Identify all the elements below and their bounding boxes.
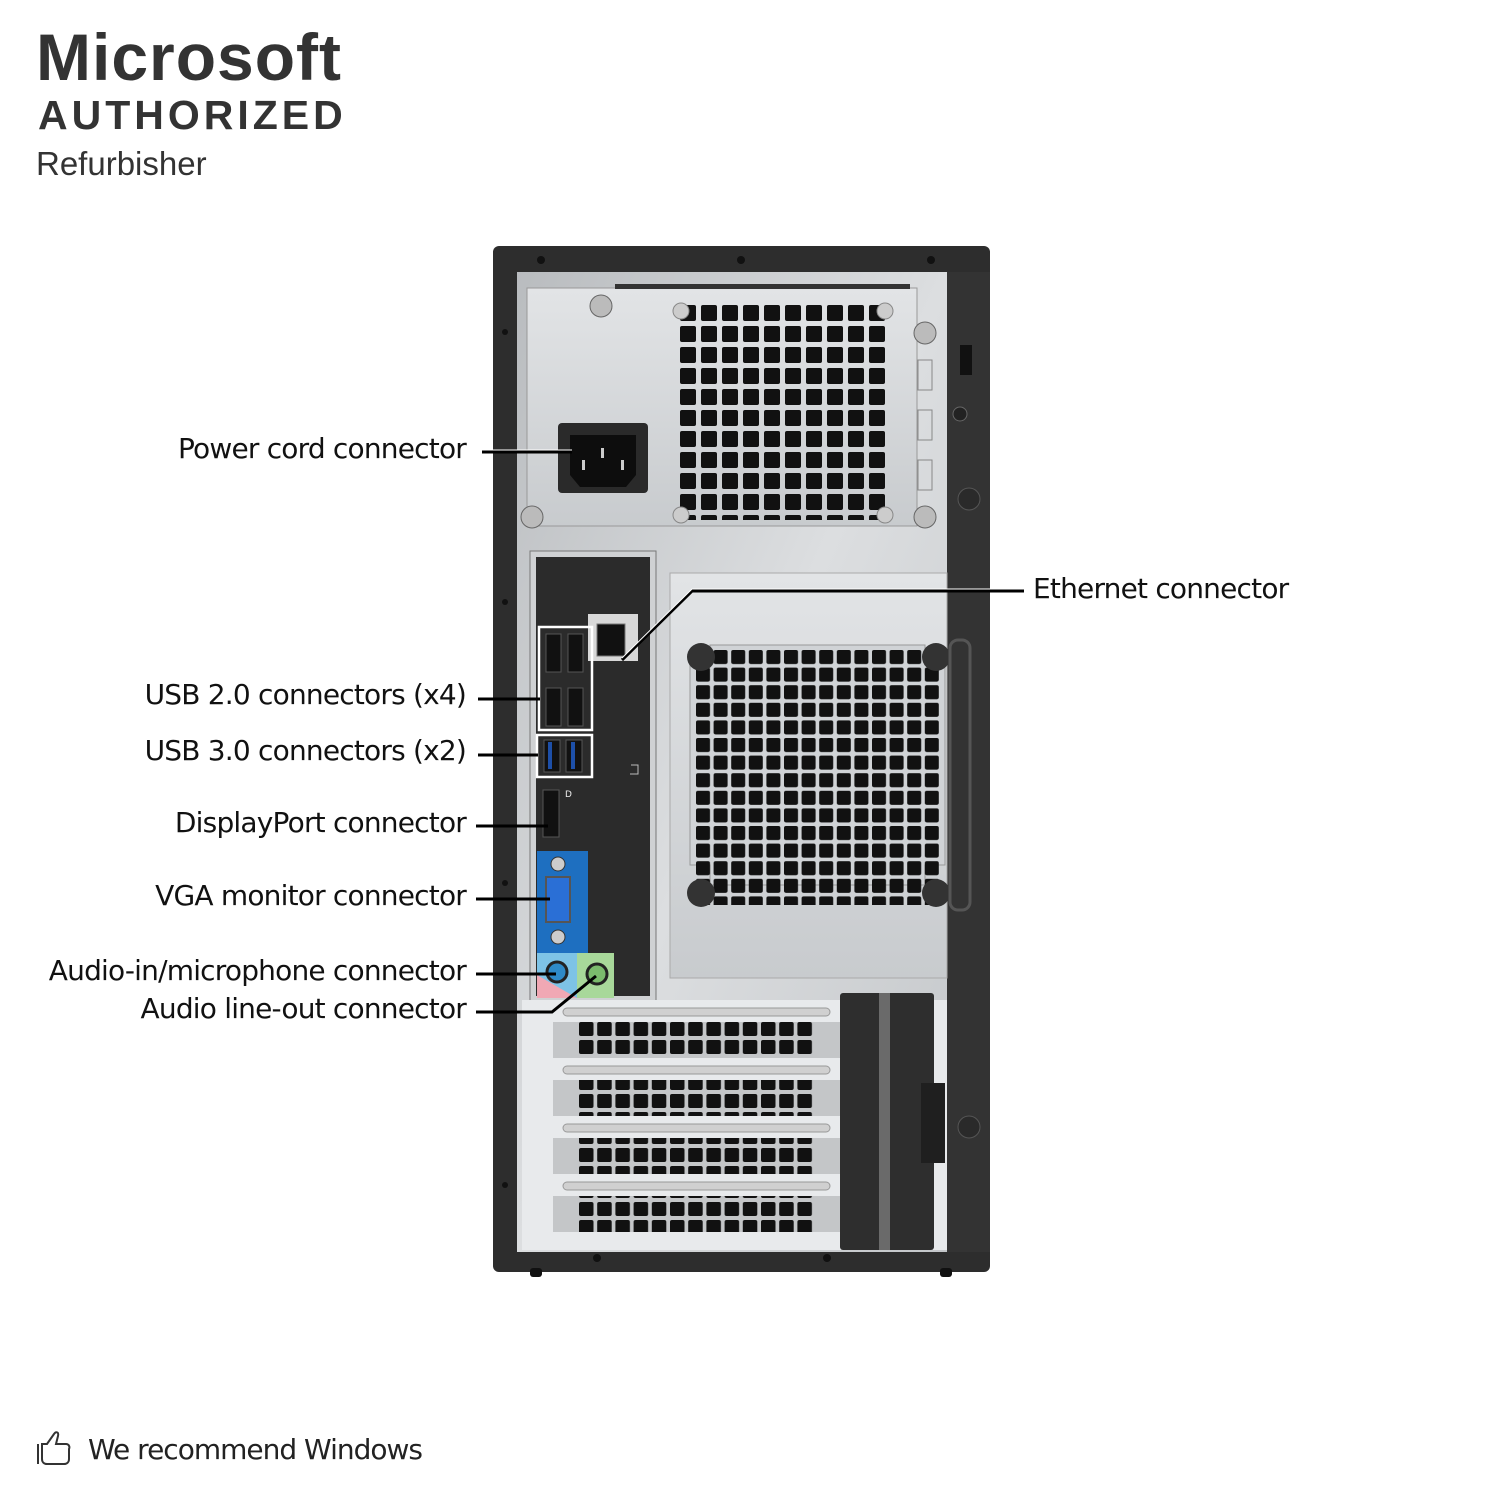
callout-ethernet: Ethernet connector: [1033, 572, 1289, 605]
io-panel: D: [529, 550, 657, 1003]
callout-vga: VGA monitor connector: [155, 879, 467, 912]
callout-lines: [476, 450, 1024, 1014]
callout-displayport: DisplayPort connector: [174, 806, 467, 839]
power-supply-unit: [520, 284, 937, 529]
logo-refurbisher: Refurbisher: [36, 145, 207, 182]
expansion-slots: [522, 993, 947, 1250]
power-cord-connector: [558, 423, 648, 493]
callout-usb2: USB 2.0 connectors (x4): [144, 678, 467, 711]
logo-authorized: AUTHORIZED: [38, 92, 347, 138]
rear-fan-vent: [669, 572, 972, 979]
callout-usb3: USB 3.0 connectors (x2): [144, 734, 467, 767]
callout-audio-in: Audio-in/microphone connector: [48, 954, 467, 987]
windows-recommendation: We recommend Windows: [36, 1430, 423, 1468]
usb2-highlight-box: [537, 625, 594, 732]
callout-audio-out: Audio line-out connector: [140, 992, 467, 1025]
svg-text:D: D: [565, 790, 572, 800]
footer-text: We recommend Windows: [88, 1432, 423, 1466]
lock-slot: [960, 345, 972, 375]
callout-power-cord: Power cord connector: [177, 432, 467, 465]
thumbs-up-icon: [37, 1431, 71, 1465]
microsoft-authorized-refurbisher-logo: Microsoft AUTHORIZED Refurbisher: [36, 22, 347, 190]
logo-microsoft: Microsoft: [36, 20, 342, 94]
